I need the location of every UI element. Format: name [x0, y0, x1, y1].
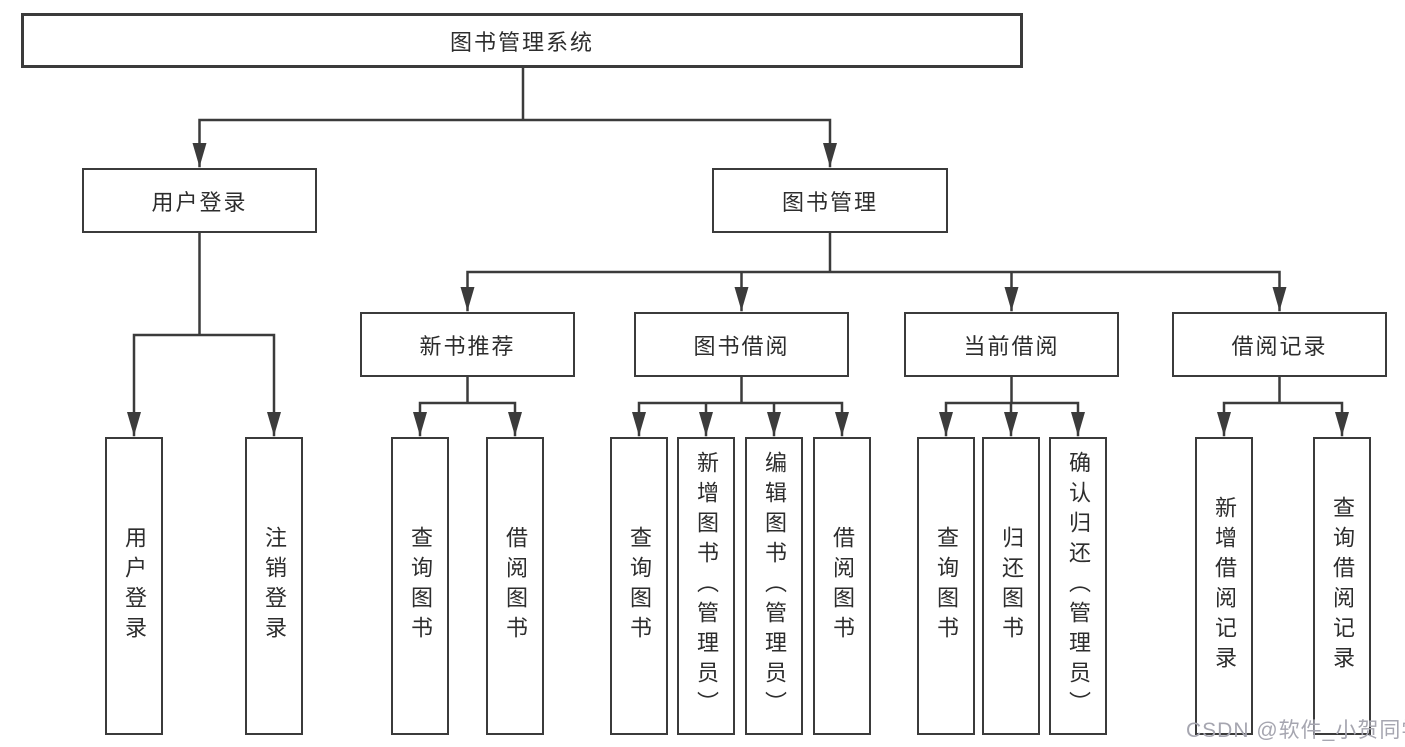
arrowhead	[267, 412, 281, 436]
node-root: 图书管理系统	[21, 13, 1023, 68]
leaf-borrow-edit-books-admin: 编辑图书（管理员）	[745, 437, 803, 735]
connector-root-lines	[198, 66, 832, 168]
leaf-borrow-add-books-admin: 新增图书（管理员）	[677, 437, 735, 735]
connector-book-management-lines	[466, 231, 1281, 312]
connector-book-borrowing-lines	[637, 375, 844, 437]
node-new-book-recommend-label: 新书推荐	[419, 333, 516, 359]
leaf-newrec-borrow-books: 借阅图书	[486, 437, 544, 735]
leaf-records-add-record: 新增借阅记录	[1195, 437, 1253, 735]
leaf-current-return-books: 归还图书	[982, 437, 1040, 735]
leaf-borrow-borrow-books: 借阅图书	[813, 437, 871, 735]
node-user-login-label: 用户登录	[151, 189, 248, 215]
leaf-logout-label: 注销登录	[262, 526, 287, 646]
leaf-logout: 注销登录	[245, 437, 303, 735]
arrowhead	[1071, 412, 1085, 436]
connector-book-borrowing	[632, 375, 849, 437]
node-root-label: 图书管理系统	[449, 29, 594, 55]
node-book-management: 图书管理	[712, 168, 948, 233]
leaf-current-return-books-label: 归还图书	[999, 526, 1024, 646]
node-book-borrowing: 图书借阅	[634, 312, 849, 377]
arrowhead	[1335, 412, 1349, 436]
node-current-borrowing-label: 当前借阅	[963, 333, 1060, 359]
leaf-newrec-query-books: 查询图书	[391, 437, 449, 735]
leaf-records-query-record: 查询借阅记录	[1313, 437, 1371, 735]
connector-current-borrowing	[939, 375, 1085, 437]
leaf-borrow-add-books-admin-label: 新增图书（管理员）	[694, 451, 719, 721]
leaf-records-add-record-label: 新增借阅记录	[1212, 496, 1237, 676]
connector-book-management	[460, 231, 1287, 312]
leaf-current-confirm-return-admin: 确认归还（管理员）	[1049, 437, 1107, 735]
connector-borrowing-records-lines	[1222, 375, 1344, 437]
connector-current-borrowing-lines	[944, 375, 1080, 437]
leaf-user-login: 用户登录	[105, 437, 163, 735]
leaf-user-login-label: 用户登录	[122, 526, 147, 646]
leaf-current-query-books: 查询图书	[917, 437, 975, 735]
leaf-records-query-record-label: 查询借阅记录	[1330, 496, 1355, 676]
leaf-borrow-query-books-label: 查询图书	[627, 526, 652, 646]
connector-user-login	[127, 231, 281, 437]
connector-borrowing-records	[1217, 375, 1349, 437]
leaf-current-query-books-label: 查询图书	[934, 526, 959, 646]
node-book-borrowing-label: 图书借阅	[693, 333, 790, 359]
node-current-borrowing: 当前借阅	[904, 312, 1119, 377]
arrowhead	[1272, 287, 1287, 311]
node-borrowing-records: 借阅记录	[1172, 312, 1387, 377]
node-borrowing-records-label: 借阅记录	[1231, 333, 1328, 359]
leaf-borrow-edit-books-admin-label: 编辑图书（管理员）	[762, 451, 787, 721]
watermark: CSDN @软件_小贺同学	[1186, 719, 1405, 742]
leaf-newrec-query-books-label: 查询图书	[408, 526, 433, 646]
arrowhead	[1004, 412, 1018, 436]
arrowhead	[192, 143, 207, 167]
arrowhead	[939, 412, 953, 436]
arrowhead	[823, 143, 837, 167]
node-new-book-recommend: 新书推荐	[360, 312, 575, 377]
arrowhead	[1217, 412, 1231, 436]
arrowhead	[508, 412, 522, 436]
connector-new-book-recommend-lines	[418, 375, 517, 437]
arrowhead	[460, 287, 475, 311]
node-book-management-label: 图书管理	[781, 189, 878, 215]
leaf-current-confirm-return-admin-label: 确认归还（管理员）	[1066, 451, 1091, 721]
connector-new-book-recommend	[413, 375, 522, 437]
arrowhead	[127, 412, 141, 436]
leaf-borrow-borrow-books-label: 借阅图书	[830, 526, 855, 646]
arrowhead	[632, 412, 646, 436]
arrowhead	[734, 287, 749, 311]
connector-root	[192, 66, 837, 168]
arrowhead	[767, 412, 781, 436]
arrowhead	[835, 412, 849, 436]
arrowhead	[1004, 287, 1019, 311]
arrowhead	[413, 412, 427, 436]
arrowhead	[699, 412, 713, 436]
leaf-borrow-query-books: 查询图书	[610, 437, 668, 735]
leaf-newrec-borrow-books-label: 借阅图书	[503, 526, 528, 646]
node-user-login: 用户登录	[82, 168, 317, 233]
connector-user-login-lines	[132, 231, 276, 437]
